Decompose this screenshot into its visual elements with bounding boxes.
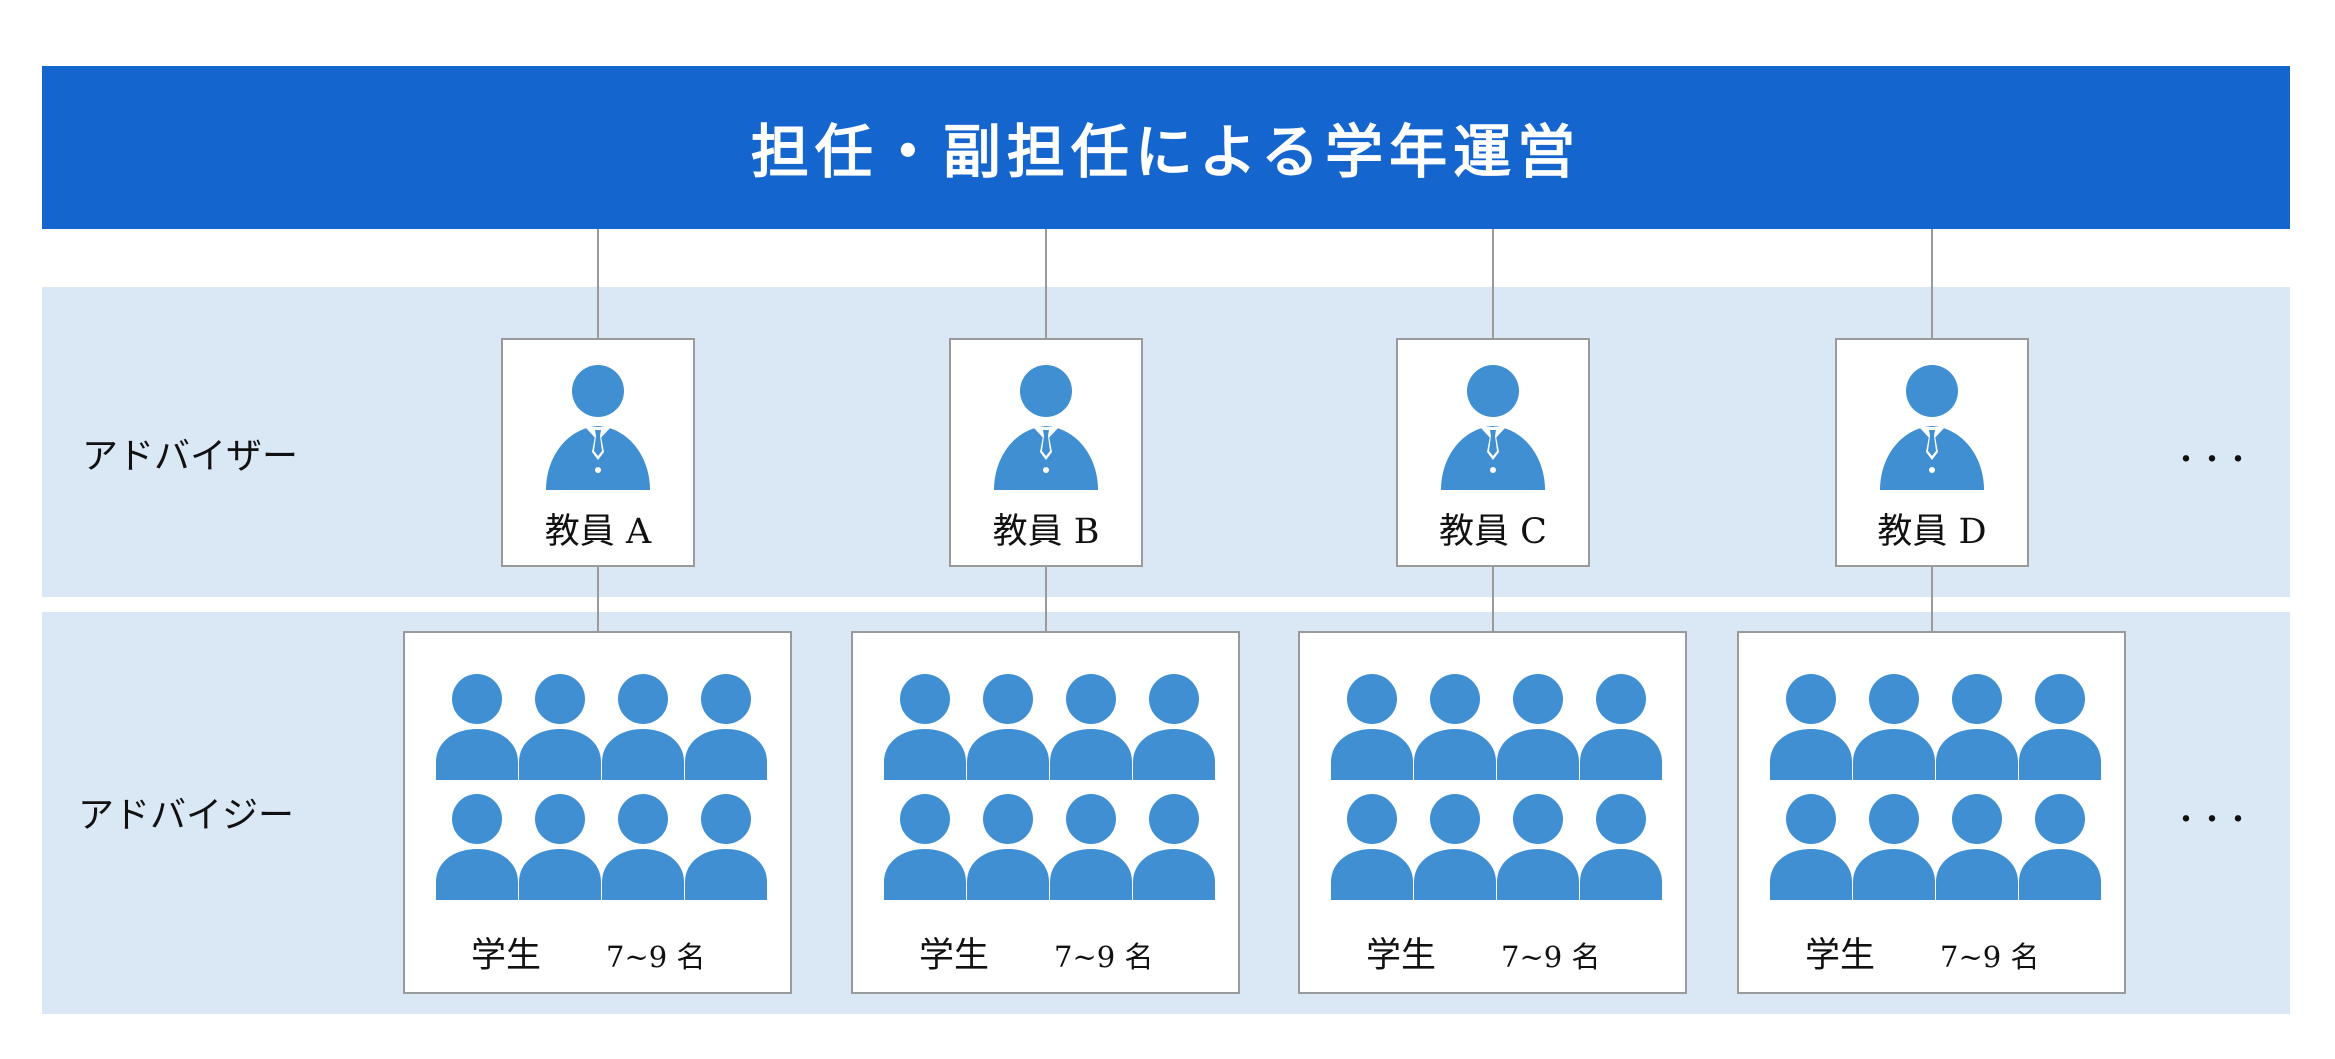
advisor-box-c: 教員 C xyxy=(1396,338,1590,567)
advisor-box-b: 教員 B xyxy=(949,338,1143,567)
advisor-box-d: 教員 D xyxy=(1835,338,2029,567)
advisor-name: 教員 B xyxy=(993,512,1100,552)
advisor-name: 教員 D xyxy=(1877,512,1986,552)
student-label: 学生 xyxy=(919,936,989,976)
advisor-name: 教員 C xyxy=(1439,512,1547,552)
more-marker-advisors: ・・・ xyxy=(2171,443,2249,478)
header-bar xyxy=(42,66,2290,229)
student-group-a: 学生 7~9 名 xyxy=(403,631,792,994)
student-label: 学生 xyxy=(471,936,541,976)
student-label: 学生 xyxy=(1366,936,1436,976)
student-group-b: 学生 7~9 名 xyxy=(851,631,1240,994)
advisor-row-label: アドバイザー xyxy=(82,436,298,477)
student-group-d: 学生 7~9 名 xyxy=(1737,631,2126,994)
student-label: 学生 xyxy=(1805,936,1875,976)
header-title: 担任・副担任による学年運営 xyxy=(751,118,1581,186)
student-count: 7~9 名 xyxy=(606,940,705,974)
advisor-name: 教員 A xyxy=(545,512,652,552)
advisor-box-a: 教員 A xyxy=(501,338,695,567)
student-group-c: 学生 7~9 名 xyxy=(1298,631,1687,994)
student-count: 7~9 名 xyxy=(1054,940,1153,974)
advisee-row-label: アドバイジー xyxy=(78,795,294,836)
more-marker-advisees: ・・・ xyxy=(2171,803,2249,838)
student-count: 7~9 名 xyxy=(1501,940,1600,974)
student-count: 7~9 名 xyxy=(1940,940,2039,974)
